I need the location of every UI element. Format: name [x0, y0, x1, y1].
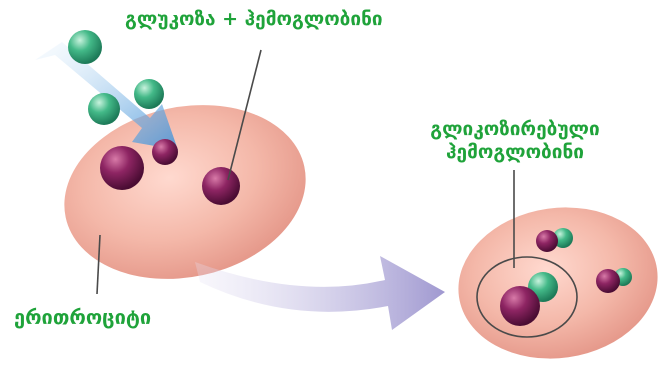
hemoglobin-molecule [596, 269, 620, 293]
label-glycated-line2: ჰემოგლობინი [390, 141, 640, 164]
label-glucose-plus-hemoglobin: გლუკოზა + ჰემოგლობინი [125, 8, 383, 31]
label-glycated-line1: გლიკოზირებული [390, 118, 640, 141]
glucose-molecule [134, 79, 164, 109]
hemoglobin-molecule [152, 139, 178, 165]
glucose-molecule [88, 93, 120, 125]
glycation-arrow [195, 256, 445, 330]
label-erythrocyte: ერითროციტი [14, 305, 151, 329]
hemoglobin-molecule [100, 146, 144, 190]
label-glycated-hemoglobin: გლიკოზირებული ჰემოგლობინი [390, 118, 640, 164]
hemoglobin-molecule [500, 286, 540, 326]
glucose-molecule [68, 30, 102, 64]
hemoglobin-molecule [202, 167, 240, 205]
hemoglobin-molecule [536, 230, 558, 252]
erythrocyte-left [48, 83, 322, 300]
